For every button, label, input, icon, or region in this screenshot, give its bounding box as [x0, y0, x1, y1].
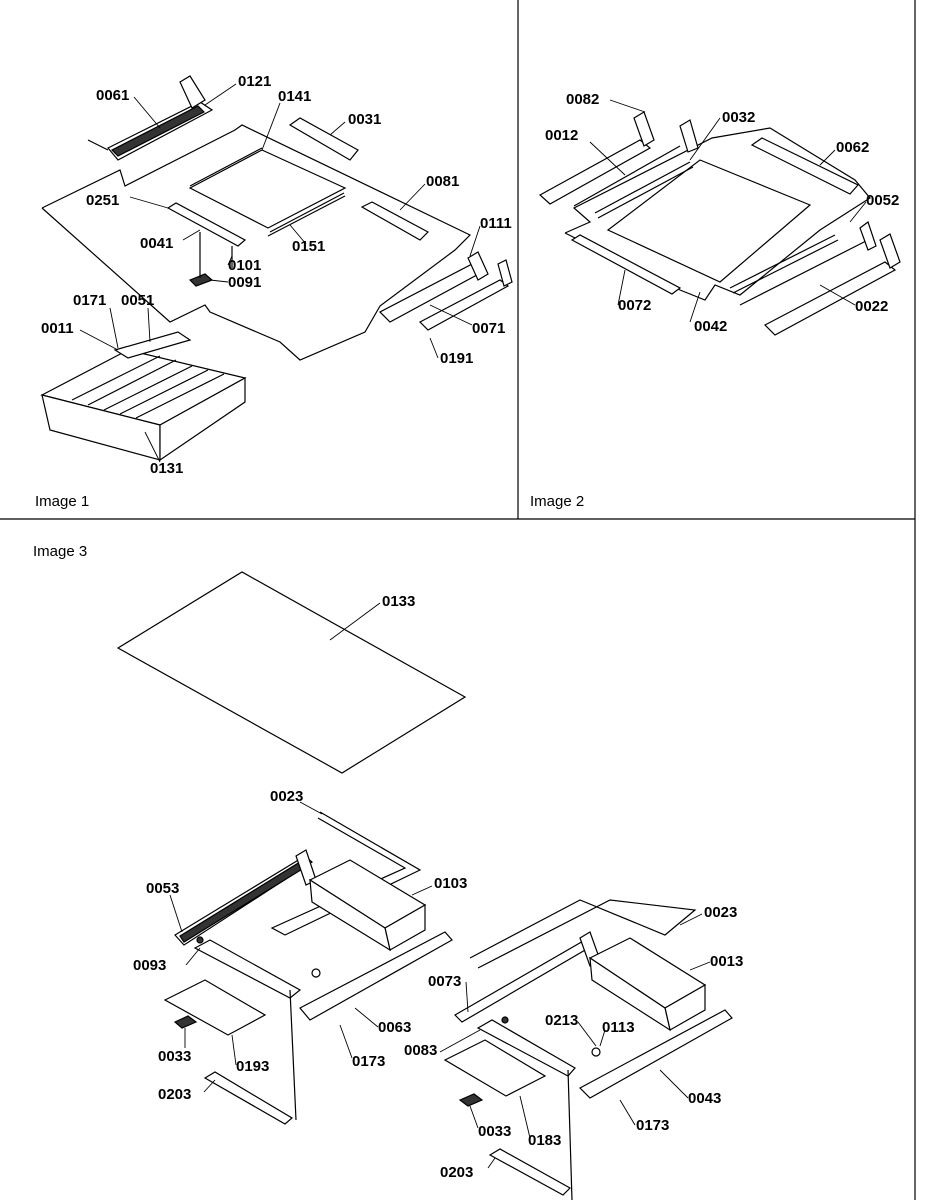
callout: 0081	[426, 173, 459, 190]
callout: 0072	[618, 297, 651, 314]
shelf-outline-2	[564, 127, 871, 301]
callout: 0063	[378, 1019, 411, 1036]
callout: 0043	[688, 1090, 721, 1107]
callout: 0083	[404, 1042, 437, 1059]
callout: 0012	[545, 127, 578, 144]
callout: 0133	[382, 593, 415, 610]
drawer-0131	[40, 331, 247, 462]
callout: 0173	[636, 1117, 669, 1134]
leaders-panel-2	[589, 99, 867, 323]
callout: 0031	[348, 111, 381, 128]
callout: 0073	[428, 973, 461, 990]
callout: 0093	[133, 957, 166, 974]
callout: 0061	[96, 87, 129, 104]
deflector-0031	[288, 117, 359, 161]
clip-0091	[188, 273, 214, 287]
callout: 0193	[236, 1058, 269, 1075]
callout: 0033	[158, 1048, 191, 1065]
panel-caption: Image 2	[530, 493, 584, 510]
glass-panel-2	[606, 159, 812, 283]
callout: 0082	[566, 91, 599, 108]
callout: 0041	[140, 235, 173, 252]
panel-image-1: 0061 0121 0141 0031 0251 0081 0041 0151 …	[35, 73, 513, 510]
callout: 0101	[228, 257, 261, 274]
bracket-left-2	[538, 111, 699, 207]
leaders-panel-1	[79, 83, 481, 463]
callout: 0203	[440, 1164, 473, 1181]
panel-caption: Image 3	[33, 543, 87, 560]
deflector-0081	[360, 201, 429, 241]
callout: 0131	[150, 460, 183, 477]
bracket-right	[378, 251, 513, 331]
callout: 0251	[86, 192, 119, 209]
callout: 0173	[352, 1053, 385, 1070]
callout: 0051	[121, 292, 154, 309]
panel-image-2: 0082 0032 0012 0062 0052 0072 0042 0022 …	[530, 91, 901, 510]
glass-panel	[188, 149, 347, 229]
callout: 0062	[836, 139, 869, 156]
bar-0041	[166, 202, 247, 247]
bracket-top-left	[87, 75, 214, 161]
callout: 0022	[855, 298, 888, 315]
callout: 0113	[602, 1019, 635, 1036]
callout: 0071	[472, 320, 505, 337]
callout: 0053	[146, 880, 179, 897]
assembly-right	[443, 899, 733, 1200]
bar-0072	[570, 234, 682, 295]
panel-caption: Image 1	[35, 493, 89, 510]
callout: 0151	[292, 238, 325, 255]
callout: 0203	[158, 1086, 191, 1103]
assembly-left	[163, 811, 453, 1125]
callouts-panel-2: 0082 0032 0012 0062 0052 0072 0042 0022	[545, 91, 899, 335]
deflector-0062	[750, 137, 859, 195]
panel-image-3: Image 3 0133	[33, 543, 743, 1200]
callout: 0042	[694, 318, 727, 335]
callout: 0183	[528, 1132, 561, 1149]
callout: 0011	[41, 320, 74, 337]
callout: 0013	[710, 953, 743, 970]
callout: 0191	[440, 350, 473, 367]
callout: 0103	[434, 875, 467, 892]
leaders-panel-3	[169, 801, 711, 1169]
callouts-panel-3: 0023 0053 0103 0093 0063 0033 0193 0173 …	[133, 788, 743, 1181]
callout: 0052	[866, 192, 899, 209]
bracket-right-2	[739, 221, 901, 336]
callouts-panel-1: 0061 0121 0141 0031 0251 0081 0041 0151 …	[41, 73, 512, 477]
callout: 0023	[270, 788, 303, 805]
callout: 0023	[704, 904, 737, 921]
callout: 0032	[722, 109, 755, 126]
glass-shelf-0133	[116, 571, 467, 774]
callout: 0091	[228, 274, 261, 291]
callout: 0033	[478, 1123, 511, 1140]
callout: 0121	[238, 73, 271, 90]
callout: 0111	[480, 215, 512, 232]
callout: 0141	[278, 88, 311, 105]
shelf-outline	[41, 124, 472, 361]
callout: 0171	[73, 292, 106, 309]
callout: 0213	[545, 1012, 578, 1029]
